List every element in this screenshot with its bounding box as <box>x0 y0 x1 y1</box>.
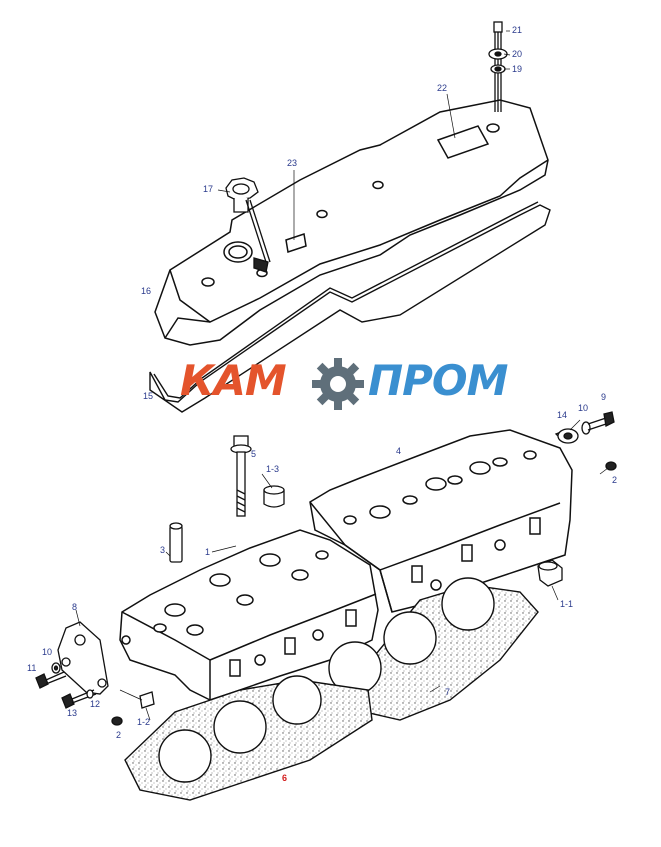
oil-filler-cap <box>225 177 271 273</box>
callout-8: 8 <box>72 602 78 612</box>
callout-10-left: 10 <box>42 647 53 657</box>
side-fitting <box>554 411 615 444</box>
callout-10-top: 10 <box>578 403 589 413</box>
sleeve <box>263 485 285 508</box>
callout-17: 17 <box>203 184 214 194</box>
gear-icon <box>312 358 364 410</box>
leader-lines-head <box>75 419 609 721</box>
callout-1-2: 1-2 <box>137 717 151 727</box>
small-fittings <box>111 461 617 726</box>
callout-7: 7 <box>445 687 451 697</box>
brand-text-left: КАМ <box>180 356 287 405</box>
callout-3: 3 <box>160 545 166 555</box>
callout-5: 5 <box>251 449 257 459</box>
bracket-bolts <box>35 662 97 709</box>
callout-6-highlighted: 6 <box>282 773 288 783</box>
callout-19: 19 <box>512 64 523 74</box>
cylinder-head-rear <box>309 429 573 613</box>
callout-21: 21 <box>512 25 523 35</box>
brand-text-right: ПРОМ <box>368 356 508 405</box>
callout-20: 20 <box>512 49 523 59</box>
lifting-bracket <box>57 621 109 695</box>
core-plug <box>537 559 563 587</box>
valve-cover-gasket <box>149 201 551 413</box>
callout-2-left: 2 <box>116 730 122 740</box>
valve-cover <box>154 99 549 346</box>
leader-lines-cover <box>217 30 511 240</box>
callout-9: 9 <box>601 392 607 402</box>
head-bolt <box>230 435 252 517</box>
cover-stud <box>488 21 508 112</box>
callout-1-3: 1-3 <box>266 464 280 474</box>
callout-15: 15 <box>143 391 154 401</box>
callout-2-right: 2 <box>612 475 618 485</box>
callout-16: 16 <box>141 286 152 296</box>
callout-14: 14 <box>557 410 568 420</box>
callout-11: 11 <box>27 663 37 673</box>
head-gasket-rear <box>328 577 539 721</box>
brand-logo: КАМ ПРОМ <box>176 356 526 412</box>
callout-4: 4 <box>396 446 402 456</box>
callout-22: 22 <box>437 83 448 93</box>
cylinder-head-front <box>119 529 379 701</box>
callout-1: 1 <box>205 547 211 557</box>
dowel-pin <box>169 522 183 563</box>
callout-13: 13 <box>67 708 78 718</box>
callout-12: 12 <box>90 699 101 709</box>
callout-23: 23 <box>287 158 298 168</box>
callout-1-1: 1-1 <box>560 599 574 609</box>
head-gasket-front <box>124 675 373 801</box>
